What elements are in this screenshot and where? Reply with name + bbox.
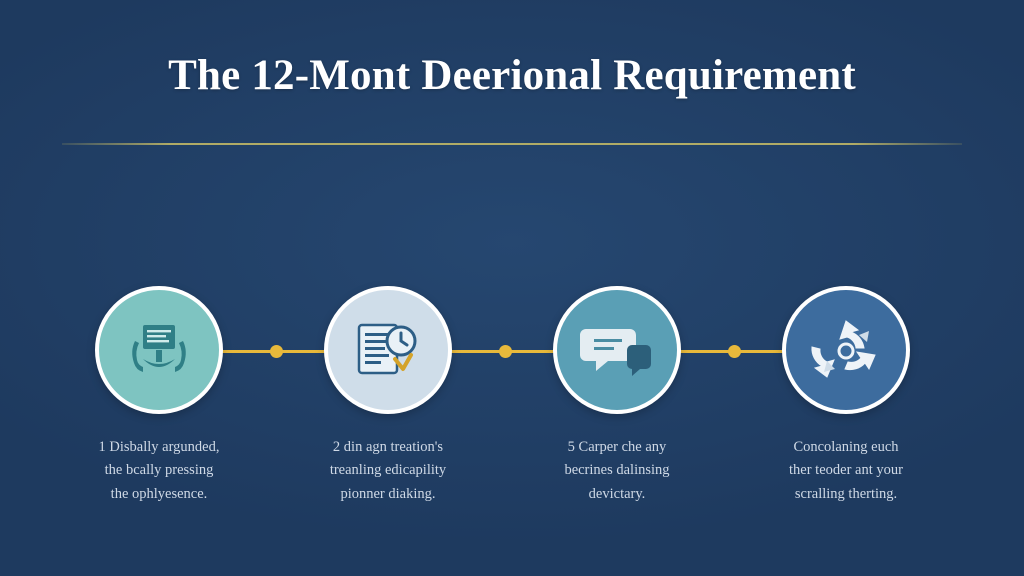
step-2-caption-line-1: 2 din agn treation's (332, 439, 444, 455)
speech-bubble-icon (578, 321, 656, 379)
step-4-caption-line-1: Concolaning euch (793, 439, 899, 455)
page-title: The 12-Mont Deerional Requirement (168, 52, 856, 99)
title-divider (62, 143, 962, 145)
timeline: 1 Disbally argunded, the bcally pressing… (0, 286, 1024, 546)
timeline-step-3[interactable]: 5 Carper che any becrines dalinsing devi… (502, 286, 732, 506)
step-1-caption-line-3: the ophlyesence. (110, 485, 208, 502)
timeline-step-1[interactable]: 1 Disbally argunded, the bcally pressing… (44, 286, 274, 506)
step-3-caption-line-3: devictary. (588, 485, 646, 502)
step-1-caption-line-2: the bcally pressing (104, 462, 214, 479)
hands-document-icon (121, 319, 197, 381)
step-1-caption: 1 Disbally argunded, the bcally pressing… (44, 436, 274, 506)
step-1-caption-line-1: 1 Disbally argunded, (98, 439, 220, 455)
step-2-caption: 2 din agn treation's treanling edicapili… (273, 436, 503, 506)
timeline-step-4[interactable]: Concolaning euch ther teoder ant your sc… (731, 286, 961, 506)
step-3-caption: 5 Carper che any becrines dalinsing devi… (502, 436, 732, 506)
step-1-circle (95, 286, 223, 414)
step-4-caption: Concolaning euch ther teoder ant your sc… (731, 436, 961, 506)
step-2-caption-line-2: treanling edicapility (329, 462, 447, 479)
step-2-circle (324, 286, 452, 414)
step-4-caption-line-3: scralling therting. (794, 485, 898, 502)
step-2-caption-line-3: pionner diaking. (340, 485, 436, 502)
timeline-step-2[interactable]: 2 din agn treation's treanling edicapili… (273, 286, 503, 506)
step-3-circle (553, 286, 681, 414)
connector-dot-1 (270, 345, 283, 358)
checklist-clock-icon (351, 319, 425, 381)
connector-dot-3 (728, 345, 741, 358)
step-4-caption-line-2: ther teoder ant your (789, 462, 903, 479)
step-3-caption-line-1: 5 Carper che any (567, 439, 667, 455)
connector-dot-2 (499, 345, 512, 358)
title-container: The 12-Mont Deerional Requirement (0, 52, 1024, 99)
step-4-circle (782, 286, 910, 414)
cycle-arrows-icon (809, 315, 883, 385)
step-3-caption-line-2: becrines dalinsing (564, 462, 670, 479)
